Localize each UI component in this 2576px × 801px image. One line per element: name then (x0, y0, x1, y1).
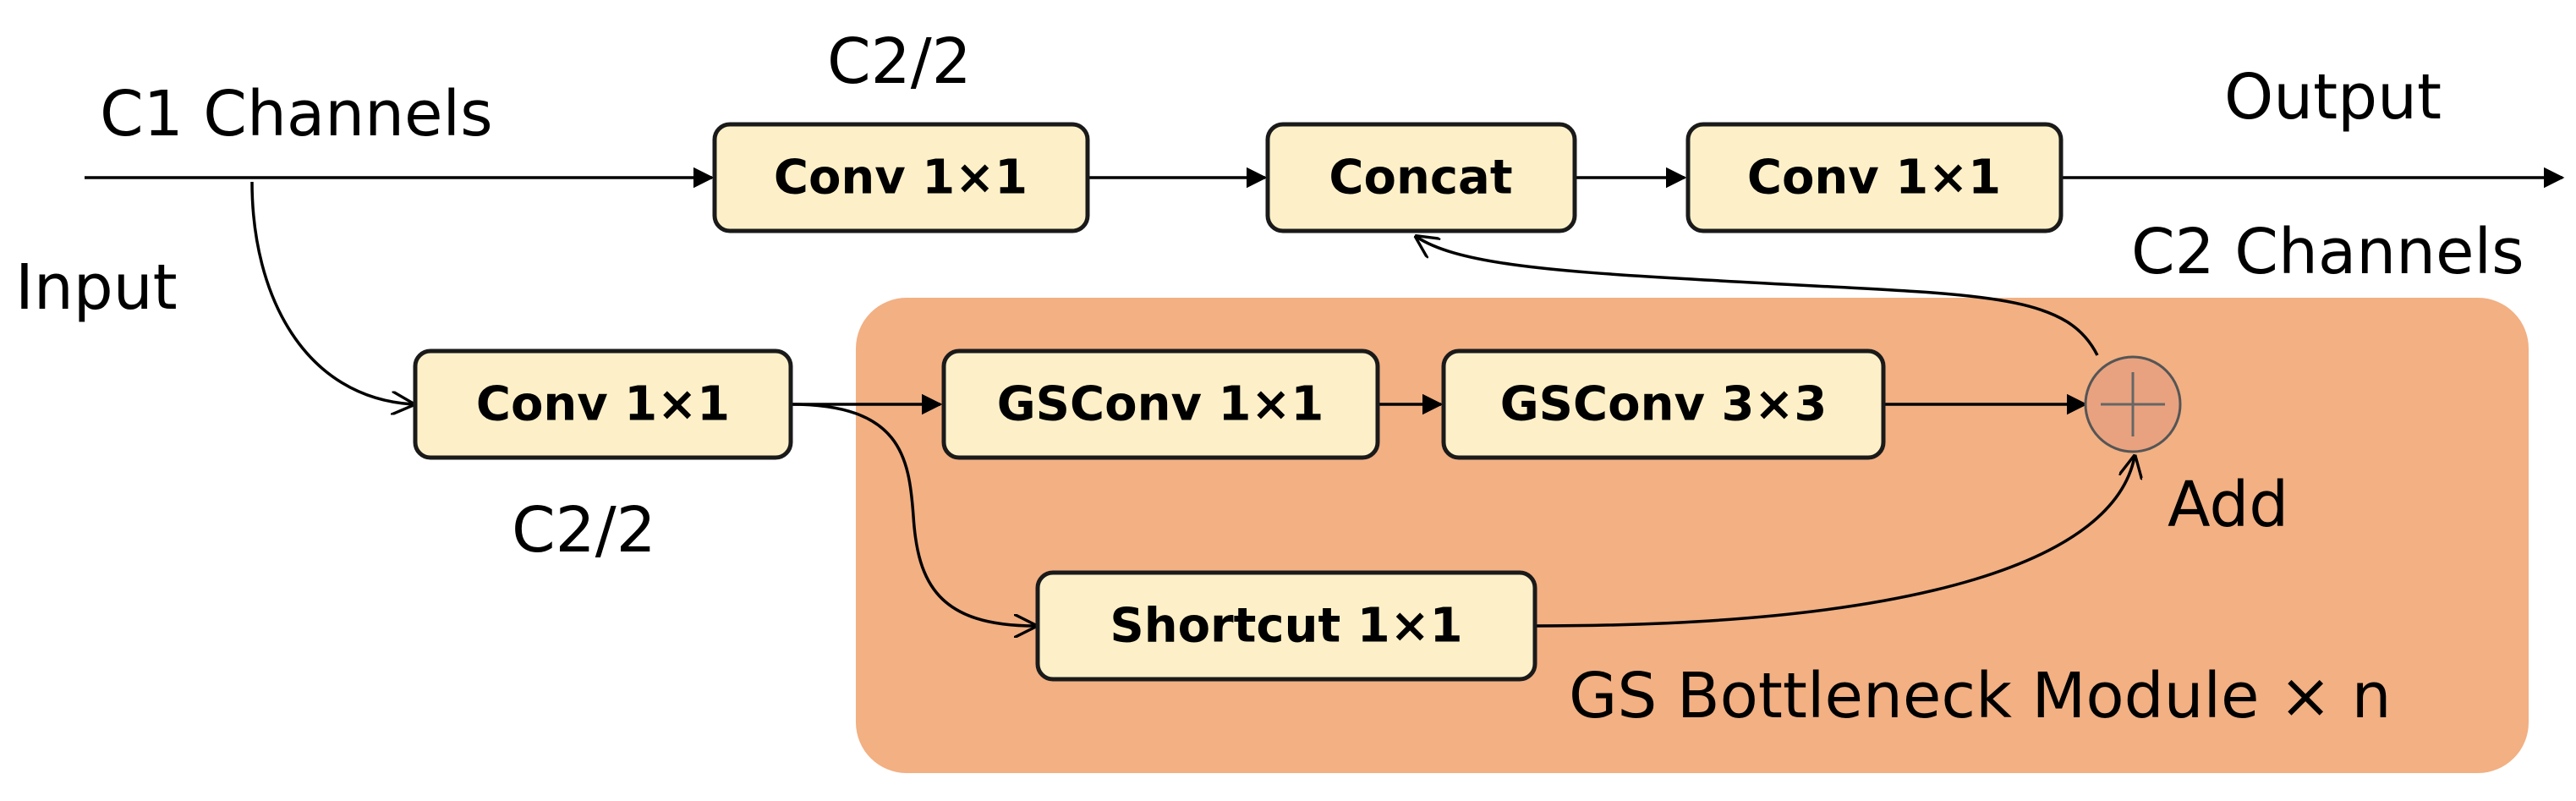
node-conv-bottom: Conv 1×1 (413, 348, 793, 460)
label-c2-channels: C2 Channels (2131, 216, 2524, 288)
node-label: GSConv 3×3 (1500, 377, 1828, 432)
edge-input-to-conv-bottom (250, 181, 413, 404)
edge-shortcut-to-add (1534, 457, 2135, 628)
label-add: Add (2168, 469, 2288, 541)
label-top-c2-half: C2/2 (827, 25, 972, 98)
node-gsconv-3x3: GSConv 3×3 (1441, 348, 1886, 460)
node-label: GSConv 1×1 (997, 377, 1324, 432)
node-concat: Concat (1265, 122, 1577, 233)
node-shortcut: Shortcut 1×1 (1035, 570, 1537, 682)
label-output: Output (2224, 61, 2442, 134)
label-bottom-c2-half: C2/2 (512, 494, 656, 567)
label-module-caption: GS Bottleneck Module × n (1569, 660, 2392, 732)
node-label: Shortcut 1×1 (1110, 599, 1462, 654)
node-label: Conv 1×1 (1747, 151, 2001, 206)
label-c1-channels: C1 Channels (100, 78, 493, 151)
node-label: Conv 1×1 (774, 151, 1028, 206)
edge-conv-bottom-to-shortcut (790, 403, 1035, 626)
node-conv-top: Conv 1×1 (712, 122, 1090, 233)
node-conv-out: Conv 1×1 (1685, 122, 2064, 233)
node-label: Conv 1×1 (476, 377, 730, 432)
add-node (2084, 355, 2182, 453)
node-label: Concat (1329, 151, 1512, 206)
edges (85, 167, 2565, 628)
label-input: Input (15, 251, 178, 324)
node-gsconv-1x1: GSConv 1×1 (941, 348, 1380, 460)
edge-add-to-concat (1417, 237, 2099, 356)
